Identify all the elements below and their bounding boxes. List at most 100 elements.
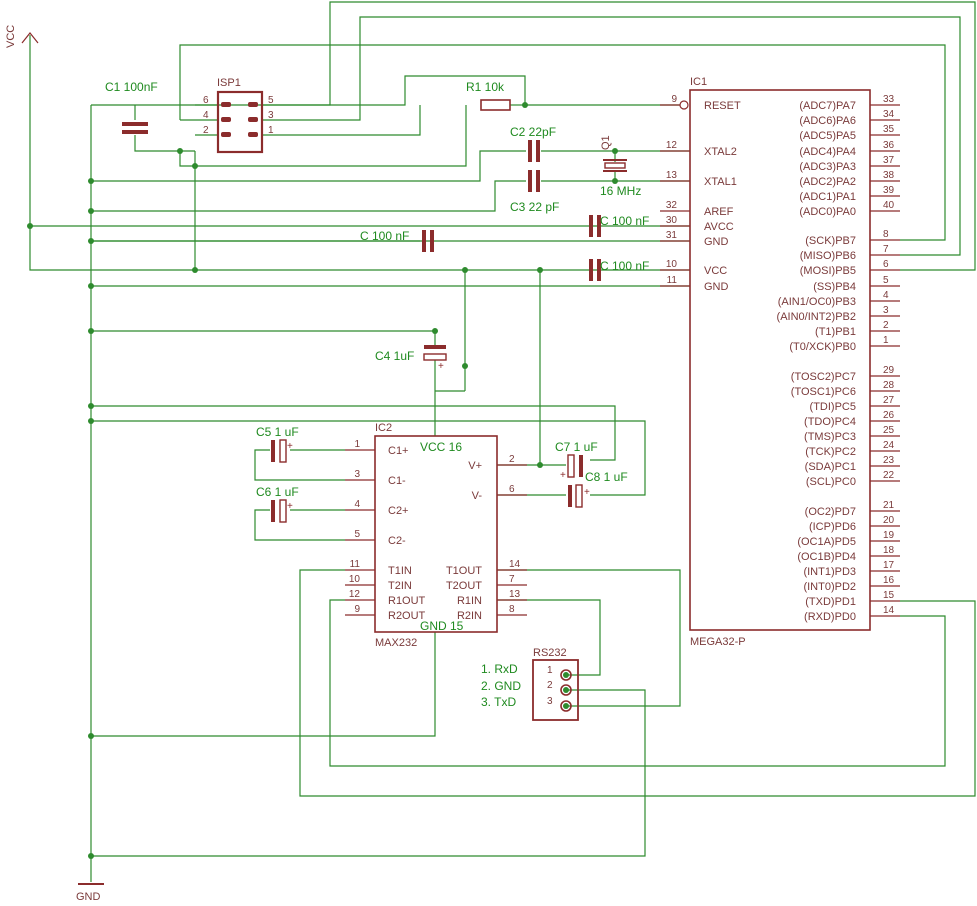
ic2-pin-label: R2IN bbox=[457, 610, 482, 622]
rs232-connector: RS232 1 2 3 1. RxD 2. GND 3. TxD bbox=[481, 647, 579, 721]
ic1-pin-label: (ADC4)PA4 bbox=[799, 146, 856, 158]
c-aref-capacitor: C 100 nF bbox=[360, 229, 434, 252]
ic1-value: MEGA32-P bbox=[690, 636, 746, 648]
ic2-pin-label: T2OUT bbox=[446, 580, 482, 592]
ic2-pin-label: C2+ bbox=[388, 505, 409, 517]
ic1-pin-number: 26 bbox=[883, 410, 895, 421]
ic1-pin-number: 33 bbox=[883, 94, 895, 105]
ic1-pin-label: (MOSI)PB5 bbox=[800, 265, 856, 277]
ic1-pin-number: 25 bbox=[883, 425, 895, 436]
ic2-pin-label: T1IN bbox=[388, 565, 412, 577]
ic1-pin-number: 16 bbox=[883, 575, 895, 586]
c4-plus-mark: + bbox=[438, 361, 444, 372]
ic2-pin-label: C1- bbox=[388, 475, 406, 487]
ic1-pin-number: 27 bbox=[883, 395, 895, 406]
ic1-pin-number: 24 bbox=[883, 440, 895, 451]
q1-label: 16 MHz bbox=[600, 184, 641, 198]
ic1-pin-label: (ADC3)PA3 bbox=[799, 161, 856, 173]
rs232-pin: 3 bbox=[547, 696, 553, 707]
c8-capacitor: + C8 1 uF bbox=[568, 470, 628, 508]
ic1-pin-number: 28 bbox=[883, 380, 895, 391]
svg-text:+: + bbox=[560, 470, 566, 481]
c-aref-label: C 100 nF bbox=[360, 229, 409, 243]
ic2-pin-label: R1IN bbox=[457, 595, 482, 607]
ic1-pin-label: GND bbox=[704, 236, 729, 248]
ic1-pin-label: (MISO)PB6 bbox=[800, 250, 856, 262]
c-vcc-capacitor: C 100 nF bbox=[589, 259, 649, 281]
vcc-label: VCC bbox=[5, 25, 17, 48]
ic1-pin-label: (SDA)PC1 bbox=[805, 461, 856, 473]
rs232-pin: 1 bbox=[547, 665, 553, 676]
ic1-pin-label: (SS)PB4 bbox=[813, 281, 856, 293]
c3-capacitor: C3 22 pF bbox=[510, 170, 559, 214]
ic1-pin-number: 2 bbox=[883, 320, 889, 331]
c8-label: C8 1 uF bbox=[585, 470, 628, 484]
ic1-pin-label: (TOSC2)PC7 bbox=[791, 371, 856, 383]
c2-label: C2 22pF bbox=[510, 125, 556, 139]
ic1-pin-label: XTAL2 bbox=[704, 146, 737, 158]
ic2-vcc-label: VCC 16 bbox=[420, 440, 462, 454]
ic2-pin-number: 6 bbox=[509, 484, 515, 495]
vcc-symbol: VCC bbox=[5, 25, 39, 48]
ic1-pin-number: 17 bbox=[883, 560, 895, 571]
isp1-pin: 2 bbox=[203, 125, 209, 136]
c3-label: C3 22 pF bbox=[510, 200, 559, 214]
c5-label: C5 1 uF bbox=[256, 425, 299, 439]
ic1-pin-label: AREF bbox=[704, 206, 734, 218]
ic1-pin-number: 38 bbox=[883, 170, 895, 181]
c7-capacitor: + C7 1 uF bbox=[555, 440, 598, 481]
ic2-pin-label: V- bbox=[472, 490, 483, 502]
ic2-pin-number: 5 bbox=[354, 529, 360, 540]
q1-name: Q1 bbox=[600, 135, 612, 150]
ic2-pin-label: T1OUT bbox=[446, 565, 482, 577]
ic1-pin-label: (SCL)PC0 bbox=[806, 476, 856, 488]
ic1-pin-number: 15 bbox=[883, 590, 895, 601]
ic2-pin-label: R2OUT bbox=[388, 610, 426, 622]
ic1-pin-label: (T1)PB1 bbox=[815, 326, 856, 338]
c4-label: C4 1uF bbox=[375, 349, 414, 363]
ic2-pin-number: 12 bbox=[349, 589, 361, 600]
ic1-pin-label: (ADC5)PA5 bbox=[799, 130, 856, 142]
ic1-pin-label: (TXD)PD1 bbox=[805, 596, 856, 608]
ic1-pin-label: (T0/XCK)PB0 bbox=[789, 341, 856, 353]
ic2-pin-number: 11 bbox=[350, 559, 361, 570]
ic2-pin-number: 4 bbox=[354, 499, 360, 510]
ic1-pin-number: 37 bbox=[883, 155, 895, 166]
ic1-pin-number: 21 bbox=[883, 500, 895, 511]
ic1-pin-number: 30 bbox=[666, 215, 678, 226]
ic1-pin-number: 12 bbox=[666, 140, 678, 151]
ic1-pin-label: GND bbox=[704, 281, 729, 293]
ic1-pin-label: (OC2)PD7 bbox=[805, 506, 856, 518]
rs232-legend-gnd: 2. GND bbox=[481, 679, 521, 693]
ic1-pin-label: AVCC bbox=[704, 221, 734, 233]
isp1-name: ISP1 bbox=[217, 77, 241, 89]
c-vcc-label: C 100 nF bbox=[600, 259, 649, 273]
ic1-pin-number: 34 bbox=[883, 109, 895, 120]
c1-capacitor: C1 100nF bbox=[105, 80, 158, 134]
rs232-name: RS232 bbox=[533, 647, 567, 659]
ic1-pin-label: (TMS)PC3 bbox=[804, 431, 856, 443]
ic1-pin-label: (INT0)PD2 bbox=[803, 581, 856, 593]
ic1-pin-number: 35 bbox=[883, 124, 895, 135]
c4-capacitor: + C4 1uF bbox=[375, 345, 447, 372]
ic2-pin-label: C2- bbox=[388, 535, 406, 547]
ic1-pin-label: (OC1B)PD4 bbox=[797, 551, 856, 563]
c7-label: C7 1 uF bbox=[555, 440, 598, 454]
ic1-pin-number: 10 bbox=[666, 259, 678, 270]
c-avcc-capacitor: C 100 nF bbox=[589, 214, 649, 237]
ic1-pin-number: 32 bbox=[666, 200, 678, 211]
ic2-pin-label: C1+ bbox=[388, 445, 409, 457]
ic2-pin-label: R1OUT bbox=[388, 595, 426, 607]
isp1-pin: 1 bbox=[268, 125, 274, 136]
isp1-pin: 5 bbox=[268, 95, 274, 106]
c1-label: C1 100nF bbox=[105, 80, 158, 94]
ic2-pin-number: 13 bbox=[509, 589, 521, 600]
ic1-pin-label: (SCK)PB7 bbox=[805, 235, 856, 247]
ic2-pin-number: 3 bbox=[354, 469, 360, 480]
ic1-pin-label: (AIN0/INT2)PB2 bbox=[777, 311, 856, 323]
ic1-pin-number: 5 bbox=[883, 275, 889, 286]
ic2-name: IC2 bbox=[375, 422, 392, 434]
ic1-pin-number: 31 bbox=[666, 230, 678, 241]
q1-crystal: Q1 16 MHz bbox=[600, 135, 641, 198]
ic1-pin-number: 14 bbox=[883, 605, 895, 616]
